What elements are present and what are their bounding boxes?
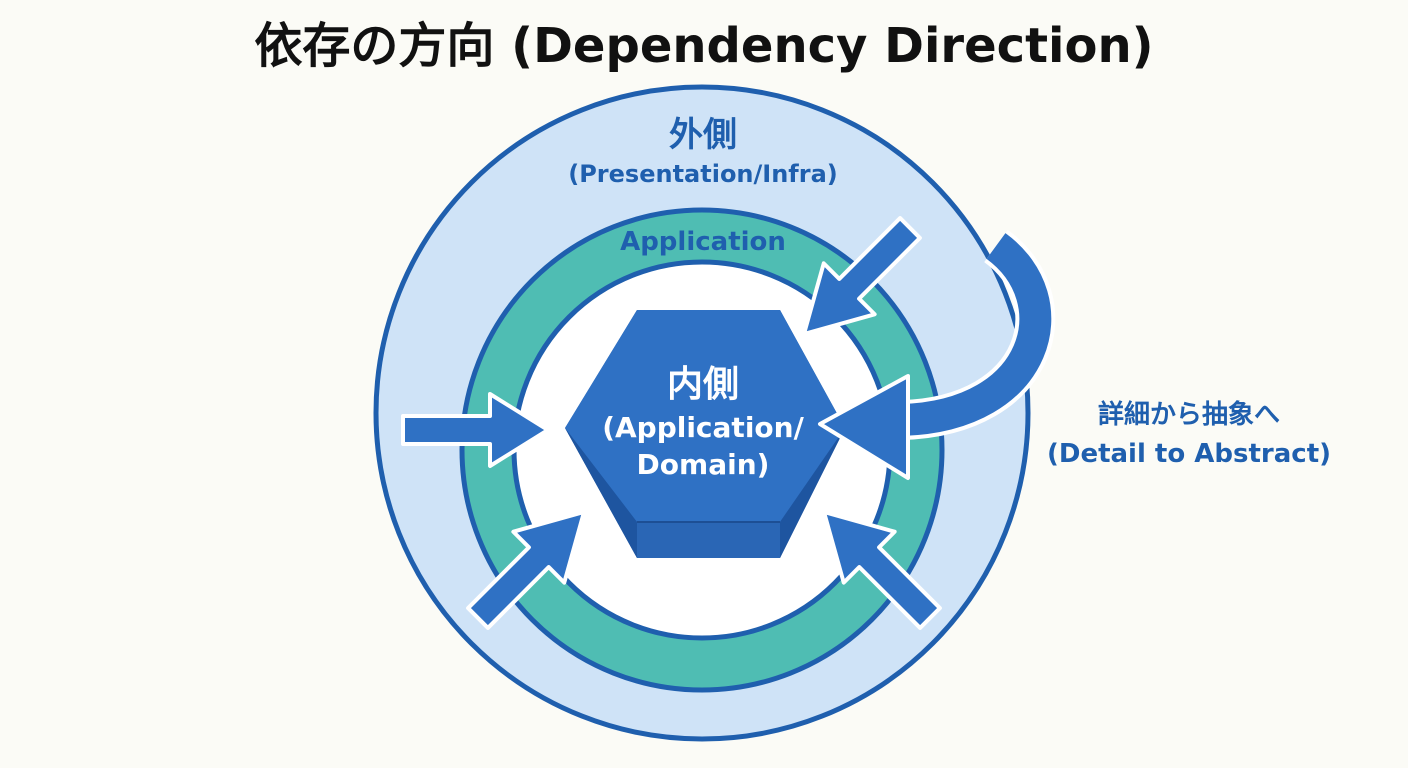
arrow-top-right-icon xyxy=(801,216,922,337)
inner-core-sublabel-1: (Application/ xyxy=(602,411,804,444)
diagram-title: 依存の方向 (Dependency Direction) xyxy=(254,18,1154,74)
arrow-left-icon xyxy=(401,392,550,468)
arrow-bottom-left-icon xyxy=(466,509,587,630)
arrow-bottom-right-icon xyxy=(821,509,942,630)
direction-note-label: 詳細から抽象へ xyxy=(1098,399,1280,430)
direction-note-sublabel: (Detail to Abstract) xyxy=(1047,439,1331,469)
outer-layer-sublabel: (Presentation/Infra) xyxy=(568,160,837,188)
middle-layer-label: Application xyxy=(620,227,786,257)
outer-layer-label: 外側 xyxy=(669,115,737,155)
inner-core-hexagon xyxy=(565,310,845,558)
curved-arrow-icon xyxy=(818,229,1056,480)
inner-core-label: 内側 xyxy=(667,364,739,405)
inner-core-sublabel-2: Domain) xyxy=(637,448,770,481)
